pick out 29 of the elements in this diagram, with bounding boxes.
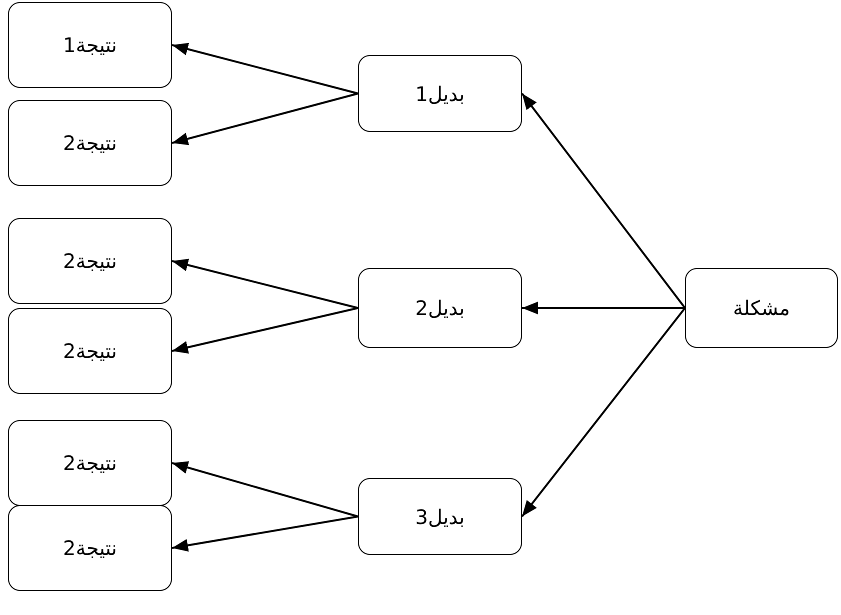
rounded-box — [8, 100, 172, 186]
node-label: بديل1 — [415, 82, 465, 106]
node-label: نتيجة2 — [62, 451, 117, 475]
node-label: نتيجة2 — [62, 339, 117, 363]
node-label: بديل2 — [415, 296, 465, 320]
rounded-box — [358, 268, 522, 348]
arrow — [172, 516, 358, 552]
arrow — [172, 42, 358, 94]
arrow — [521, 307, 686, 518]
rounded-box — [8, 218, 172, 304]
node-label: نتيجة2 — [62, 249, 117, 273]
rounded-box — [358, 55, 522, 132]
rounded-box — [8, 420, 172, 506]
arrow — [522, 302, 685, 314]
rounded-box — [8, 505, 172, 591]
rounded-box — [8, 2, 172, 88]
node-label: مشكلة — [733, 296, 790, 320]
arrow — [172, 307, 358, 354]
arrow — [172, 92, 358, 146]
node-label: نتيجة2 — [62, 131, 117, 155]
arrow — [521, 92, 686, 309]
arrow — [172, 258, 358, 309]
arrow — [172, 461, 358, 518]
rounded-box — [358, 478, 522, 555]
rounded-box — [685, 268, 838, 348]
node-label: بديل3 — [415, 504, 465, 528]
node-label: نتيجة1 — [62, 33, 117, 57]
rounded-box — [8, 308, 172, 394]
node-label: نتيجة2 — [62, 536, 117, 560]
